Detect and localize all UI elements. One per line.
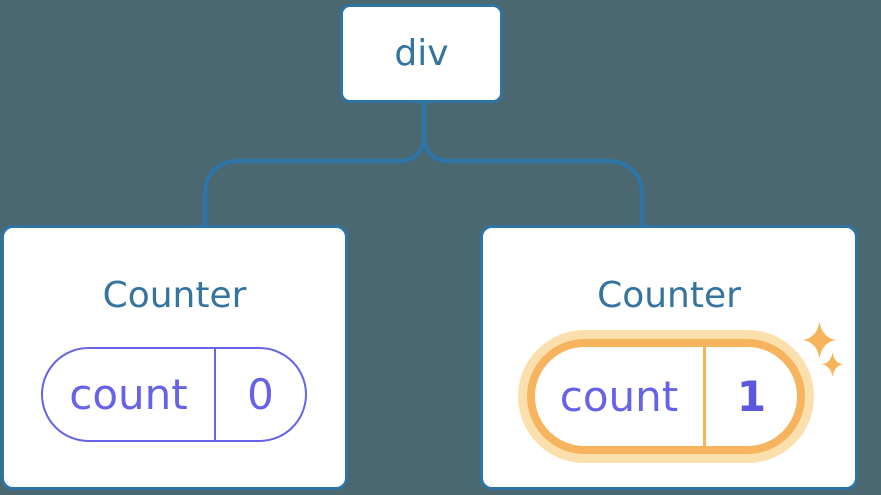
state-value: 1	[736, 372, 767, 421]
counter-card-right: Counter count 1	[480, 225, 858, 490]
root-node-label: div	[394, 33, 449, 74]
state-pill: count 0	[41, 347, 307, 442]
component-title: Counter	[597, 275, 741, 316]
state-key-label: count	[535, 347, 706, 446]
component-title: Counter	[102, 275, 247, 316]
connector-right-branch	[421, 103, 645, 226]
counter-card-left: Counter count 0	[1, 225, 348, 490]
state-key-label: count	[43, 349, 216, 440]
connector-left-branch	[202, 103, 427, 226]
state-value: 0	[247, 370, 274, 419]
state-pill-highlighted: count 1	[527, 339, 805, 454]
root-node: div	[340, 4, 503, 103]
